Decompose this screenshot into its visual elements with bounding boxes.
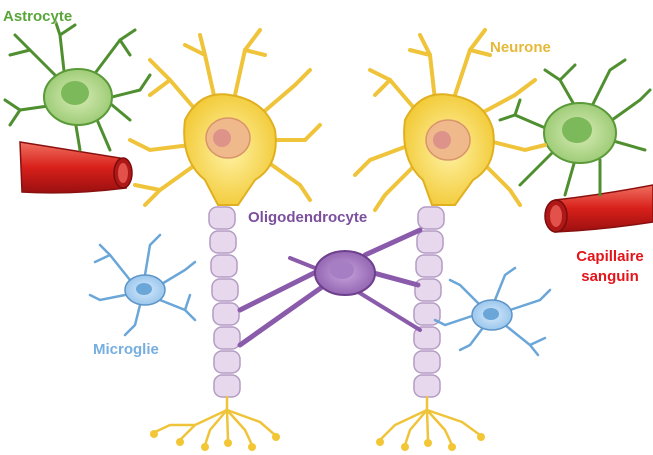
- left-neuron-soma: [184, 94, 276, 205]
- oligodendrocyte-label: Oligodendrocyte: [248, 208, 367, 228]
- left-synapse-buttons: [150, 430, 280, 451]
- right-neuron-soma: [404, 94, 494, 205]
- capillaire-label-line2: sanguin: [570, 267, 650, 287]
- capillaire-label-line1: Capillaire: [570, 247, 650, 267]
- oligodendrocyte-cell: [240, 230, 420, 345]
- left-capillary: [20, 142, 132, 193]
- neurone-label: Neurone: [490, 38, 551, 58]
- left-astrocyte: [5, 20, 150, 150]
- right-astrocyte: [500, 60, 650, 195]
- capillaire-label: Capillaire sanguin: [570, 247, 650, 287]
- left-microglia: [90, 235, 195, 335]
- microglie-label: Microglie: [93, 340, 159, 360]
- right-synapse-buttons: [376, 433, 485, 451]
- right-microglia: [435, 268, 550, 355]
- left-axon-myelin: [209, 207, 240, 397]
- right-axon-myelin: [414, 207, 444, 397]
- astrocyte-label: Astrocyte: [3, 7, 72, 27]
- left-axon-terminals: [155, 397, 275, 445]
- right-axon-terminals: [380, 397, 480, 445]
